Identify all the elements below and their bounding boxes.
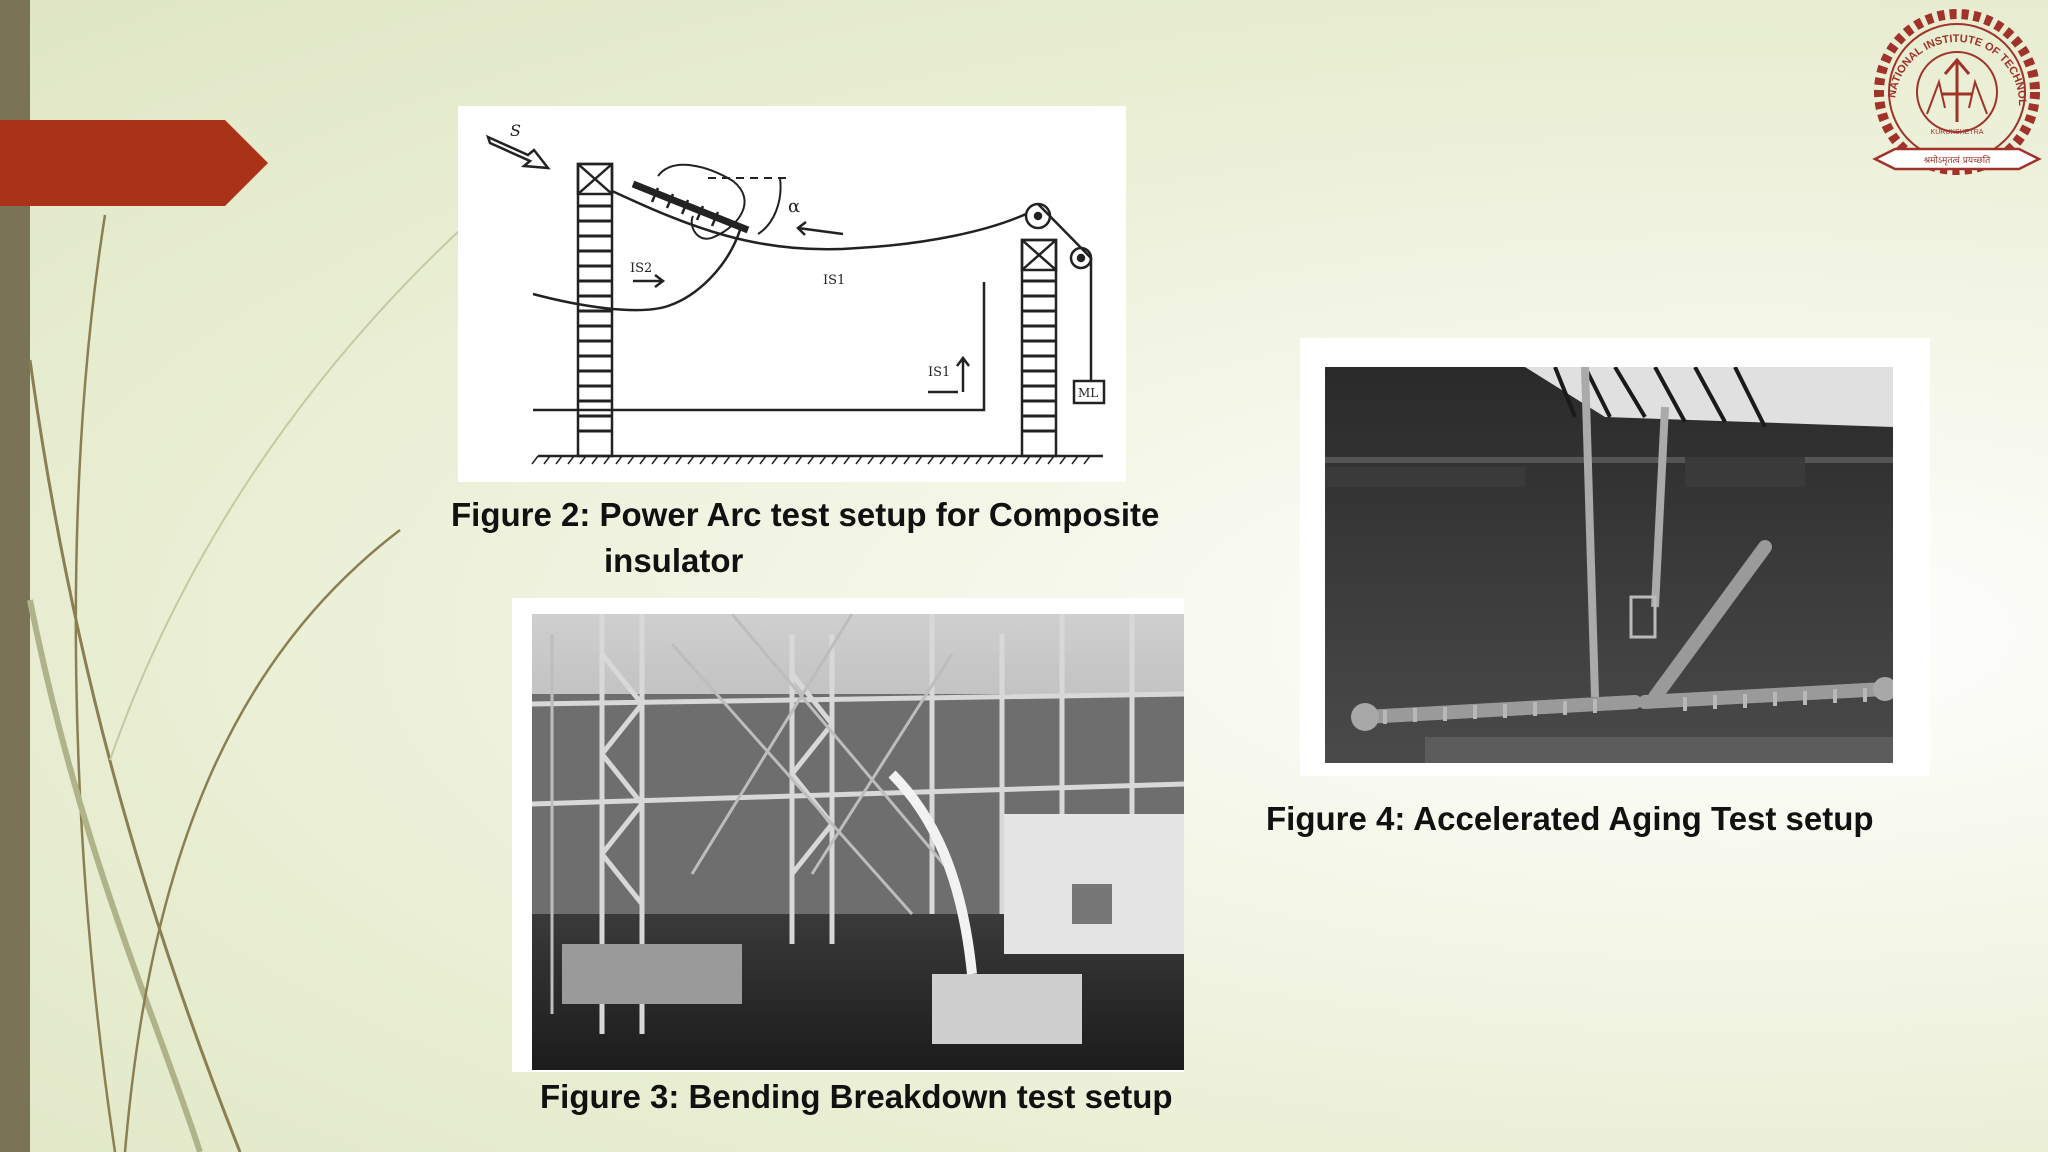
figure-4-photo <box>1325 367 1893 763</box>
logo-ring-text: NATIONAL INSTITUTE OF TECHNOLOGY <box>1865 4 2028 106</box>
label-alpha: α <box>788 196 800 217</box>
decorative-swooshes <box>27 214 461 1152</box>
figure-4-caption: Figure 4: Accelerated Aging Test setup <box>1266 800 1874 837</box>
label-is1-top: IS1 <box>823 273 845 288</box>
logo-motto: श्रमोऽमृतत्वं प्रयच्छति <box>1924 154 1991 166</box>
figure-2-caption-line1: Figure 2: Power Arc test setup for Compo… <box>451 496 1160 533</box>
svg-text:NATIONAL INSTITUTE OF TECHNOLO: NATIONAL INSTITUTE OF TECHNOLOGY <box>1865 4 2028 106</box>
figure-3-caption: Figure 3: Bending Breakdown test setup <box>540 1078 1173 1115</box>
label-is1-bottom: IS1 <box>928 365 950 380</box>
power-arc-diagram: S α IS2 IS1 IS1 ML <box>485 121 1106 465</box>
figure-2-caption-line2: insulator <box>604 542 744 579</box>
institute-logo: श्रमोऽमृतत्वं प्रयच्छति NATIONAL INSTITU… <box>1865 4 2042 175</box>
label-ml: ML <box>1078 386 1098 400</box>
label-s: S <box>510 121 521 140</box>
logo-bottom-text: KURUKSHETRA <box>1931 129 1984 136</box>
figure-3-photo <box>532 614 1184 1070</box>
label-is2: IS2 <box>630 261 652 276</box>
figure-2-diagram: S α IS2 IS1 IS1 ML <box>458 106 1126 482</box>
title-arrow-tab <box>0 120 268 206</box>
